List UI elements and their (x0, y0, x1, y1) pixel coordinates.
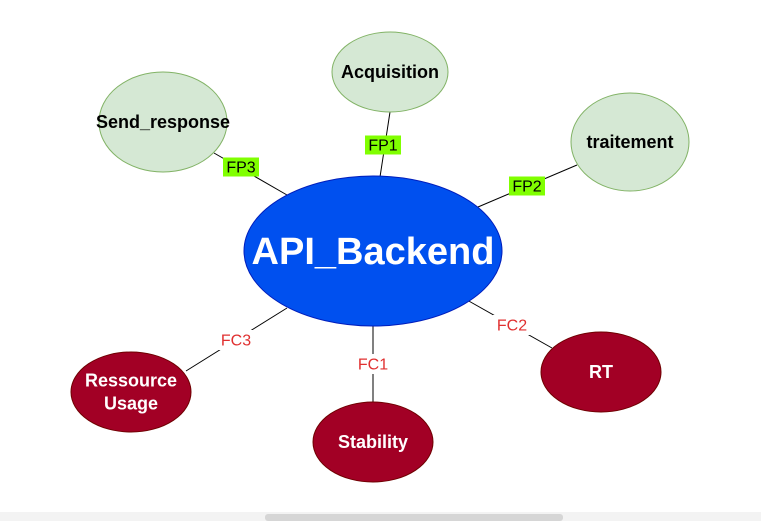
node-api-backend-shape (243, 175, 503, 327)
horizontal-scrollbar-thumb[interactable] (265, 514, 563, 521)
node-rt[interactable]: RT (540, 331, 662, 413)
node-stability-shape (312, 401, 434, 483)
node-traitement-shape (570, 92, 690, 192)
edge-label-rt-bg (493, 315, 531, 335)
edge-label-stability: FC1 (354, 354, 392, 374)
edge-label-acquisition-bg (365, 135, 401, 155)
edge-label-ressource-usage-text: FC3 (221, 333, 251, 350)
node-api-backend-label: API_Backend (252, 231, 495, 273)
node-traitement[interactable]: traitement (570, 92, 690, 192)
node-stability-label: Stability (338, 432, 408, 452)
node-api-backend[interactable]: API_Backend (243, 175, 503, 327)
edge-label-ressource-usage-bg (217, 330, 255, 350)
nodes-layer: Acquisition traitement Send_responseStabil… (70, 31, 690, 483)
edge-label-ressource-usage: FC3 (217, 330, 255, 350)
edge-label-stability-bg (354, 354, 392, 374)
node-ressource-usage-shape (70, 351, 192, 433)
edge-label-rt: FC2 (493, 315, 531, 335)
edge-label-send-response: FP3 (223, 157, 259, 177)
edge-label-stability-text: FC1 (358, 357, 388, 374)
node-traitement-label: traitement (586, 132, 673, 152)
edge-label-rt-text: FC2 (497, 318, 527, 335)
node-send-response-shape (98, 71, 228, 173)
edge-label-send-response-bg (223, 157, 259, 177)
edge-label-traitement-bg (509, 176, 545, 196)
edge-label-traitement: FP2 (509, 176, 545, 196)
node-acquisition-shape (331, 31, 449, 113)
edge-label-traitement-text: FP2 (512, 179, 541, 196)
edge-label-acquisition: FP1 (365, 135, 401, 155)
node-acquisition-label: Acquisition (341, 62, 439, 82)
node-stability[interactable]: Stability (312, 401, 434, 483)
edge-label-send-response-text: FP3 (226, 160, 255, 177)
node-send-response[interactable]: Send_response (96, 71, 230, 173)
node-rt-shape (540, 331, 662, 413)
node-rt-label: RT (589, 362, 613, 382)
node-send-response-label: Send_response (96, 112, 230, 132)
node-acquisition[interactable]: Acquisition (331, 31, 449, 113)
edge-label-acquisition-text: FP1 (368, 138, 397, 155)
